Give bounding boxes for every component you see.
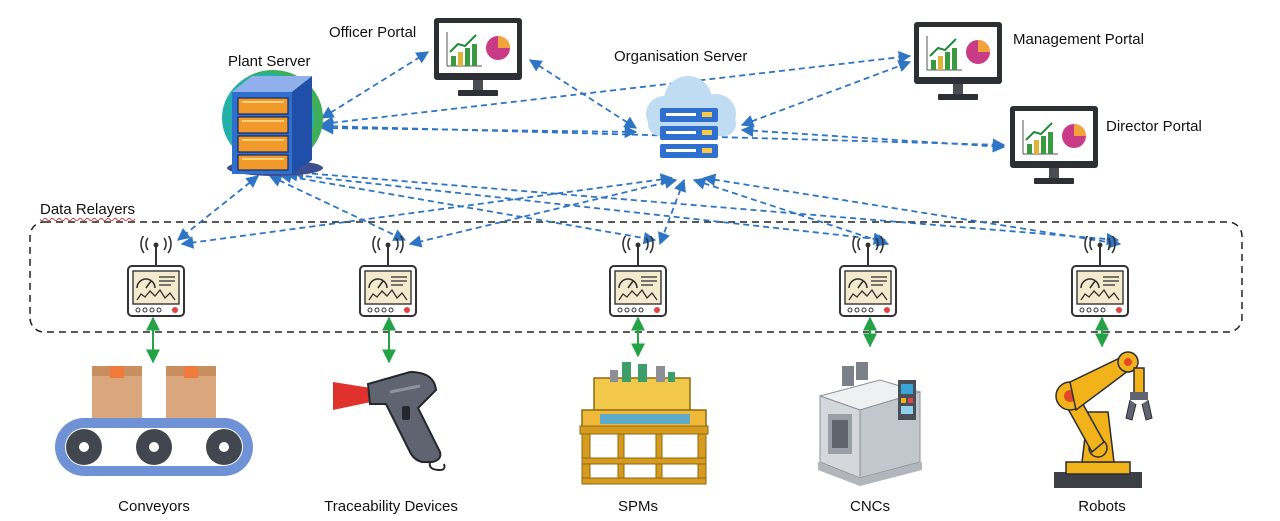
robots-label: Robots	[1078, 498, 1126, 515]
link-organisation-management	[740, 60, 912, 127]
barcode-scanner-icon	[333, 370, 446, 472]
spms-label: SPMs	[617, 498, 659, 515]
relayer-traceability-icon	[359, 236, 417, 317]
link-organisation-director	[740, 124, 1006, 153]
director-portal-monitor-icon	[1010, 106, 1098, 185]
link-plant-management	[320, 51, 912, 129]
data-relayers-label: Data Relayers	[40, 201, 136, 218]
management-portal-monitor-icon	[914, 22, 1002, 101]
officer-portal-label: Officer Portal	[329, 24, 417, 41]
link-plant-relayer-2	[268, 175, 407, 241]
device-links	[146, 316, 1109, 364]
relayer-robots-icon	[1071, 236, 1129, 317]
organisation-server-icon	[646, 76, 736, 158]
relayer-conveyors-icon	[127, 236, 185, 317]
link-plant-relayer-5	[290, 166, 1120, 246]
officer-portal-monitor-icon	[434, 18, 522, 97]
link-organisation-relayer-5	[702, 173, 1122, 249]
relayer-spms-icon	[609, 236, 667, 317]
robot-arm-icon	[1054, 351, 1153, 488]
spm-machine-icon	[579, 362, 709, 485]
plant-server-icon	[222, 70, 323, 176]
link-organisation-relayer-4	[692, 177, 890, 247]
relayer-cncs-icon	[839, 236, 897, 317]
link-organisation-relayer-3	[658, 178, 686, 246]
plant-server-label: Plant Server	[228, 53, 311, 70]
cncs-label: CNCs	[850, 498, 890, 515]
conveyor-icon	[55, 366, 253, 476]
link-plant-relayer-1	[177, 175, 259, 241]
management-portal-label: Management Portal	[1013, 31, 1144, 48]
link-plant-relayer-4	[284, 168, 887, 246]
link-plant-organisation	[320, 121, 638, 139]
conveyors-label: Conveyors	[118, 498, 190, 515]
network-links	[177, 51, 1122, 249]
link-organisation-relayer-2	[408, 176, 678, 248]
director-portal-label: Director Portal	[1106, 118, 1202, 135]
link-organisation-relayer-1	[180, 173, 674, 249]
organisation-server-label: Organisation Server	[614, 48, 748, 65]
link-plant-officer	[320, 51, 430, 119]
cnc-machine-icon	[818, 362, 922, 486]
traceability-devices-label: Traceability Devices	[324, 498, 458, 515]
